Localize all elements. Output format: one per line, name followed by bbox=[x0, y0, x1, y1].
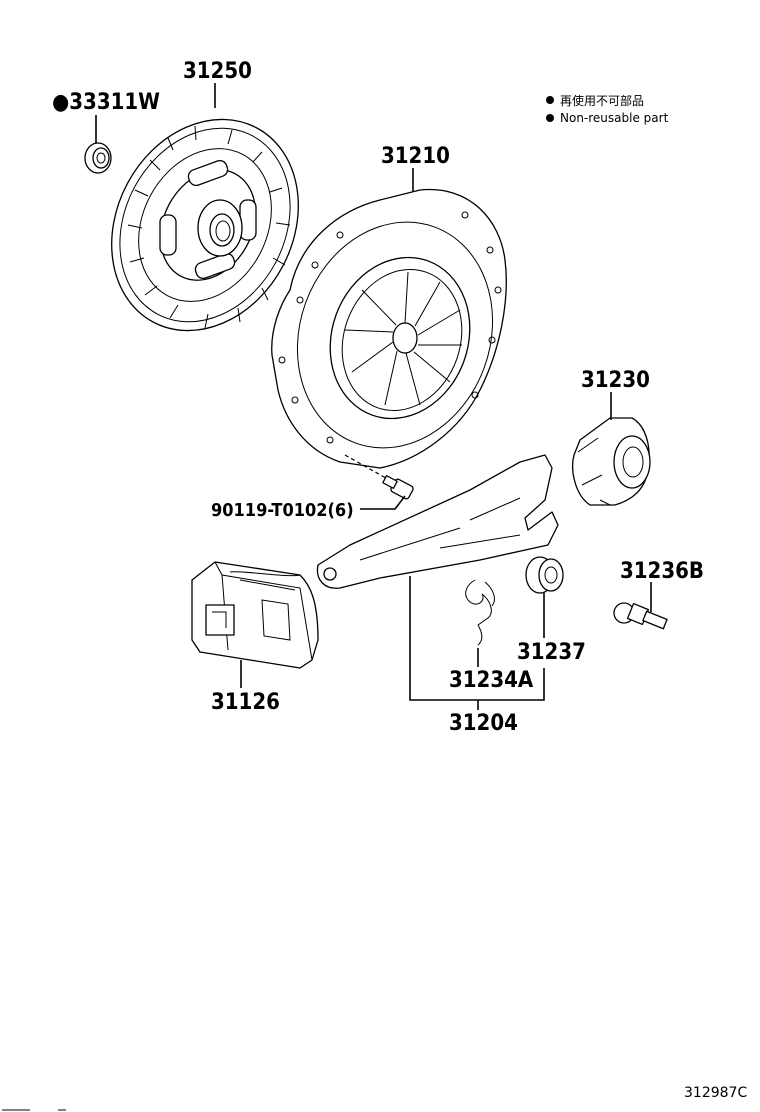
leader-90119 bbox=[360, 495, 406, 510]
part-number-31230: 31230 bbox=[581, 368, 650, 393]
pilot-bearing-illustration bbox=[84, 142, 112, 174]
part-number-31204: 31204 bbox=[449, 711, 518, 736]
legend-japanese: 再使用不可部品 bbox=[560, 93, 644, 108]
legend-bullet-icon bbox=[546, 96, 554, 104]
release-bearing-illustration bbox=[572, 417, 651, 506]
part-number-90119-T0102: 90119-T0102(6) bbox=[211, 500, 354, 521]
leader-31204-bracket bbox=[409, 576, 545, 701]
fork-support-illustration bbox=[525, 556, 564, 594]
ball-stud-illustration bbox=[613, 602, 668, 630]
release-fork-illustration bbox=[316, 454, 559, 589]
part-number-31210: 31210 bbox=[381, 144, 450, 169]
legend-english: Non-reusable part bbox=[560, 111, 669, 125]
clutch-cover-illustration bbox=[271, 188, 507, 469]
figure-code: 312987C bbox=[684, 1085, 747, 1101]
part-number-33311W: ●33311W bbox=[52, 90, 160, 115]
part-number-31237: 31237 bbox=[517, 640, 586, 665]
legend: 再使用不可部品 Non-reusable part bbox=[546, 93, 669, 125]
part-number-31234A: 31234A bbox=[449, 668, 534, 693]
part-number-31126: 31126 bbox=[211, 690, 280, 715]
bolt-illustration bbox=[382, 475, 414, 500]
part-number-31250: 31250 bbox=[183, 59, 252, 84]
part-number-31236B: 31236B bbox=[620, 559, 704, 584]
clutch-disc-illustration bbox=[111, 118, 299, 332]
spring-clip-illustration bbox=[465, 579, 495, 646]
legend-bullet-icon bbox=[546, 114, 554, 122]
release-fork-boot-illustration bbox=[191, 561, 319, 669]
